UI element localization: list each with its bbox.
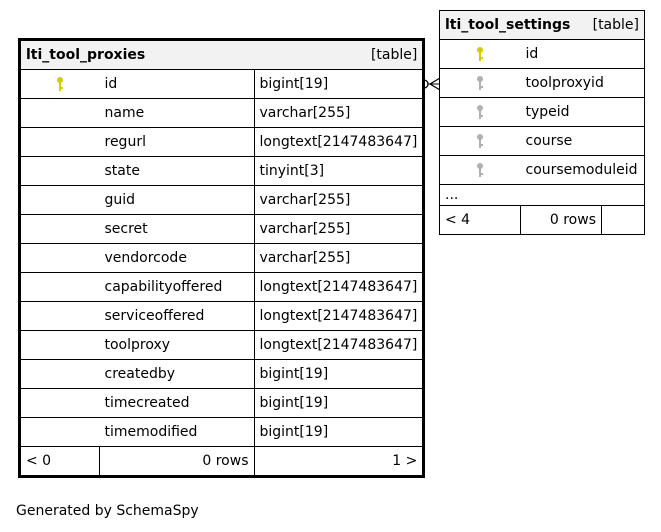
- column-row: coursemoduleid: [439, 155, 645, 185]
- ellipsis-row: ...: [439, 184, 645, 206]
- column-name: id: [520, 39, 645, 69]
- column-row: toolproxyid: [439, 68, 645, 98]
- column-type: bigint[19]: [253, 359, 425, 389]
- column-type: varchar[255]: [253, 243, 425, 273]
- key-cell-empty: [19, 127, 100, 157]
- row-count: 0 rows: [520, 205, 602, 235]
- column-name: coursemoduleid: [520, 155, 645, 185]
- key-cell-empty: [19, 185, 100, 215]
- key-cell-empty: [19, 301, 100, 331]
- primary-key-icon: [19, 69, 100, 99]
- column-name: timemodified: [99, 417, 255, 447]
- key-cell-empty: [19, 243, 100, 273]
- column-type: tinyint[3]: [253, 156, 425, 186]
- table-header: lti_tool_settings [table]: [439, 10, 645, 40]
- column-name: toolproxyid: [520, 68, 645, 98]
- column-row: course: [439, 126, 645, 156]
- children-count: 1 >: [253, 446, 425, 477]
- column-name: regurl: [99, 127, 255, 157]
- parents-count: < 4: [439, 205, 521, 235]
- row-count: 0 rows: [99, 446, 255, 477]
- column-type: bigint[19]: [253, 69, 425, 99]
- column-name: id: [99, 69, 255, 99]
- column-row: typeid: [439, 97, 645, 127]
- key-cell-empty: [19, 214, 100, 244]
- column-name: name: [99, 98, 255, 128]
- table-name: lti_tool_settings: [445, 17, 571, 33]
- column-type: varchar[255]: [253, 98, 425, 128]
- column-name: toolproxy: [99, 330, 255, 360]
- primary-key-icon: [439, 39, 521, 69]
- parents-count: < 0: [19, 446, 100, 477]
- column-row: id: [439, 39, 645, 69]
- column-type: bigint[19]: [253, 388, 425, 418]
- column-name: timecreated: [99, 388, 255, 418]
- ellipsis: ...: [439, 184, 645, 206]
- column-name: course: [520, 126, 645, 156]
- column-name: guid: [99, 185, 255, 215]
- key-cell-empty: [19, 359, 100, 389]
- column-name: serviceoffered: [99, 301, 255, 331]
- table-footer: < 4 0 rows: [439, 205, 645, 235]
- column-type: longtext[2147483647]: [253, 330, 425, 360]
- column-type: longtext[2147483647]: [253, 127, 425, 157]
- column-name: vendorcode: [99, 243, 255, 273]
- column-name: state: [99, 156, 255, 186]
- key-cell-empty: [19, 272, 100, 302]
- table-footer: < 0 0 rows 1 >: [19, 446, 425, 477]
- column-type: longtext[2147483647]: [253, 272, 425, 302]
- column-type: varchar[255]: [253, 214, 425, 244]
- table-header: lti_tool_proxies [table]: [18, 39, 425, 70]
- generated-by-label: Generated by SchemaSpy: [16, 503, 199, 519]
- column-name: createdby: [99, 359, 255, 389]
- crowfoot-top: [429, 77, 441, 85]
- key-cell-empty: [19, 98, 100, 128]
- key-cell-empty: [19, 388, 100, 418]
- column-name: secret: [99, 214, 255, 244]
- table-name: lti_tool_proxies: [26, 47, 146, 63]
- foreign-key-icon: [439, 97, 521, 127]
- children-count: [601, 205, 645, 235]
- key-cell-empty: [19, 330, 100, 360]
- column-name: capabilityoffered: [99, 272, 255, 302]
- column-type: varchar[255]: [253, 185, 425, 215]
- foreign-key-icon: [439, 155, 521, 185]
- table-type: [table]: [592, 17, 639, 33]
- column-type: bigint[19]: [253, 417, 425, 447]
- crowfoot-bottom: [429, 83, 441, 91]
- column-name: typeid: [520, 97, 645, 127]
- key-cell-empty: [19, 156, 100, 186]
- foreign-key-icon: [439, 126, 521, 156]
- foreign-key-icon: [439, 68, 521, 98]
- table-type: [table]: [370, 47, 418, 63]
- column-type: longtext[2147483647]: [253, 301, 425, 331]
- key-cell-empty: [19, 417, 100, 447]
